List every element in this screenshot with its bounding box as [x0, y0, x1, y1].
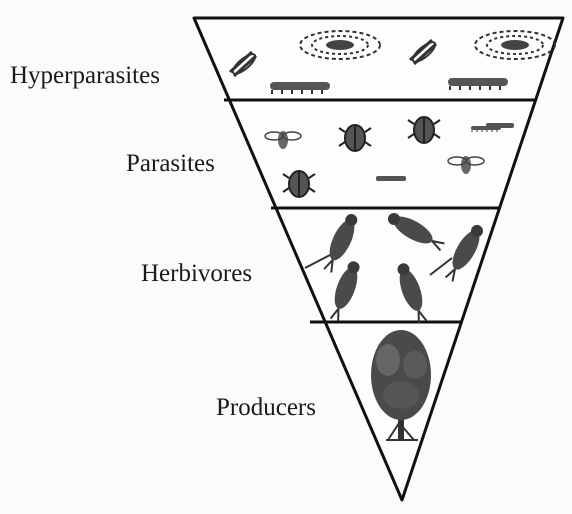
label-parasites: Parasites — [126, 151, 215, 176]
label-producers: Producers — [216, 395, 316, 420]
pyramid-outline — [194, 18, 563, 500]
label-herbivores: Herbivores — [141, 261, 252, 286]
label-hyperparasites: Hyperparasites — [10, 63, 160, 88]
